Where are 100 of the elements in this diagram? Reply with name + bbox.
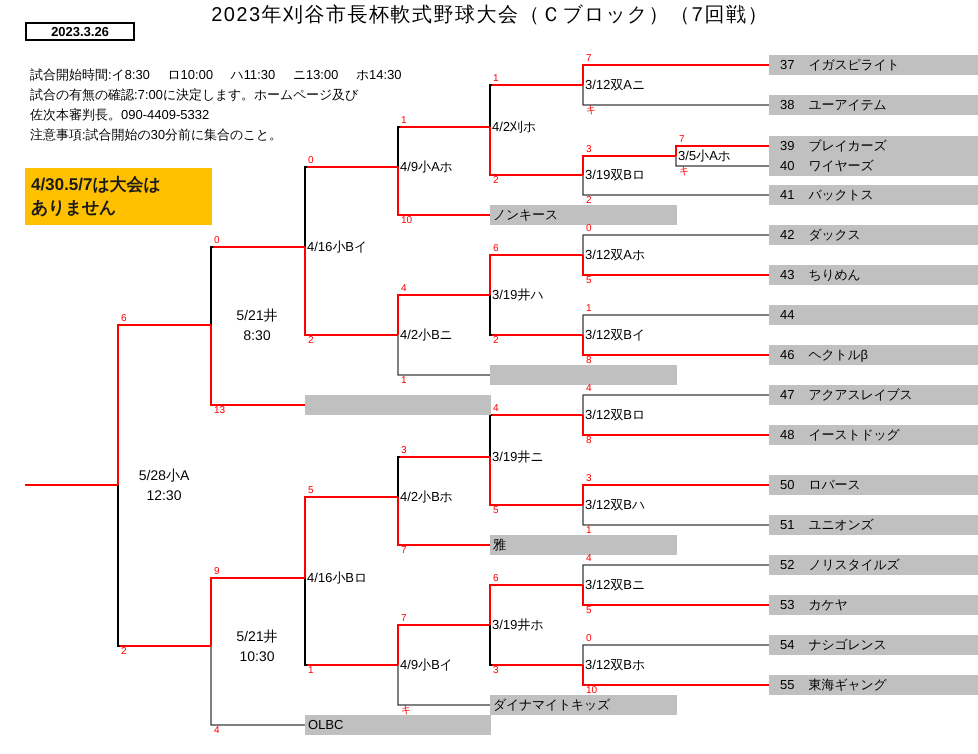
team-number: 53 [780, 597, 794, 613]
score-label: 1 [401, 377, 407, 385]
bracket-line [489, 84, 583, 127]
score-label: 6 [121, 315, 127, 323]
team-name: ノリスタイルズ [808, 557, 900, 573]
bracket-line [582, 234, 770, 256]
team-bar [490, 535, 677, 555]
bracket-line [489, 254, 583, 295]
team-bar [769, 185, 978, 205]
team-bar [769, 595, 978, 615]
team-name: ダックス [808, 227, 860, 243]
bracket-line [489, 457, 583, 506]
score-label: 6 [493, 575, 499, 583]
bracket-line [489, 625, 583, 666]
team-bar [769, 55, 978, 75]
score-label: 8 [586, 437, 592, 445]
bracket-line [582, 564, 770, 586]
team-bar [769, 425, 978, 445]
page-title: 2023年刈谷市長杯軟式野球大会（Ｃブロック）（7回戦） [211, 3, 769, 27]
score-label: 7 [679, 136, 685, 144]
team-bar [769, 305, 978, 325]
score-label: 2 [308, 337, 314, 345]
score-label: キ [679, 168, 689, 176]
score-label: 1 [586, 305, 592, 313]
bracket-line [210, 325, 305, 406]
team-name: ダイナマイトキッズ [493, 697, 610, 713]
team-name: OLBC [308, 717, 344, 733]
score-label: 1 [493, 75, 499, 83]
team-name: ヘクトルβ [808, 347, 868, 363]
team-number: 54 [780, 637, 794, 653]
match-label: 5/21井 10:30 [235, 627, 279, 666]
team-name: ちりめん [808, 267, 860, 283]
match-label: 3/12双Bロ [584, 407, 645, 423]
bracket-line [489, 127, 583, 176]
match-label: 4/2刈ホ [491, 119, 536, 135]
team-number: 38 [780, 97, 794, 113]
match-label: 4/9小Bイ [399, 657, 453, 673]
bracket-line [582, 174, 770, 196]
team-number: 51 [780, 517, 794, 533]
score-label: キ [586, 107, 596, 115]
bracket-line [398, 664, 490, 706]
match-label: 3/19双Bロ [584, 167, 645, 183]
score-label: 5 [586, 277, 592, 285]
score-label: 2 [586, 197, 592, 205]
score-label: 4 [586, 555, 592, 563]
team-bar [305, 395, 491, 415]
score-label: キ [401, 707, 411, 715]
score-label: 5 [586, 607, 592, 615]
team-number: 47 [780, 387, 794, 403]
score-label: 4 [401, 285, 407, 293]
score-label: 0 [214, 237, 220, 245]
team-number: 46 [780, 347, 794, 363]
score-label: 6 [493, 245, 499, 253]
team-bar [769, 555, 978, 575]
team-bar [769, 675, 978, 695]
team-name: イガスピライト [808, 57, 900, 73]
match-label: 5/28小A 12:30 [138, 466, 190, 505]
bracket-line [582, 644, 770, 666]
bracket-line [582, 335, 769, 356]
bracket-line [304, 578, 398, 666]
score-label: 4 [586, 385, 592, 393]
match-label: 5/21井 8:30 [235, 306, 279, 345]
score-label: 2 [493, 177, 499, 185]
match-label: 3/12双Aニ [584, 77, 645, 93]
team-bar [769, 95, 978, 115]
score-label: 2 [493, 337, 499, 345]
score-label: 9 [214, 568, 220, 576]
bracket-line [397, 126, 490, 167]
team-name: ユニオンズ [808, 517, 874, 533]
bracket-line [582, 585, 769, 606]
match-label: 3/5小Aホ [677, 148, 731, 164]
score-label: 2 [121, 648, 127, 656]
score-label: 8 [586, 357, 592, 365]
score-label: 10 [401, 217, 412, 225]
score-label: 3 [586, 146, 592, 154]
score-label: 4 [493, 405, 499, 413]
team-name: ロバース [808, 477, 860, 493]
team-bar [769, 345, 978, 365]
score-label: 1 [586, 527, 592, 535]
bracket-line [582, 155, 676, 175]
team-bar [769, 385, 978, 405]
match-label: 4/16小Bイ [306, 239, 367, 255]
bracket-line [397, 624, 490, 665]
score-label: 4 [214, 727, 220, 735]
team-bar [769, 156, 978, 176]
match-label: 3/12双Aホ [584, 247, 645, 263]
date-stamp: 2023.3.26 [25, 22, 135, 41]
bracket-line [582, 255, 769, 276]
start-times-note: 試合開始時間:イ8:30 ロ10:00 ハ11:30 ニ13:00 ホ14:30 [30, 66, 402, 84]
team-number: 48 [780, 427, 794, 443]
team-name: ユーアイテム [808, 97, 886, 113]
team-number: 40 [780, 158, 794, 174]
bracket-line [304, 247, 398, 336]
team-name: ワイヤーズ [808, 158, 874, 174]
team-name: カケヤ [808, 597, 848, 613]
team-name: イーストドッグ [808, 427, 900, 443]
assembly-note: 注意事項:試合開始の30分前に集合のこと。 [30, 126, 282, 144]
bracket-line [117, 324, 211, 485]
bracket-line [210, 246, 305, 325]
team-name: 東海ギャング [808, 677, 886, 693]
